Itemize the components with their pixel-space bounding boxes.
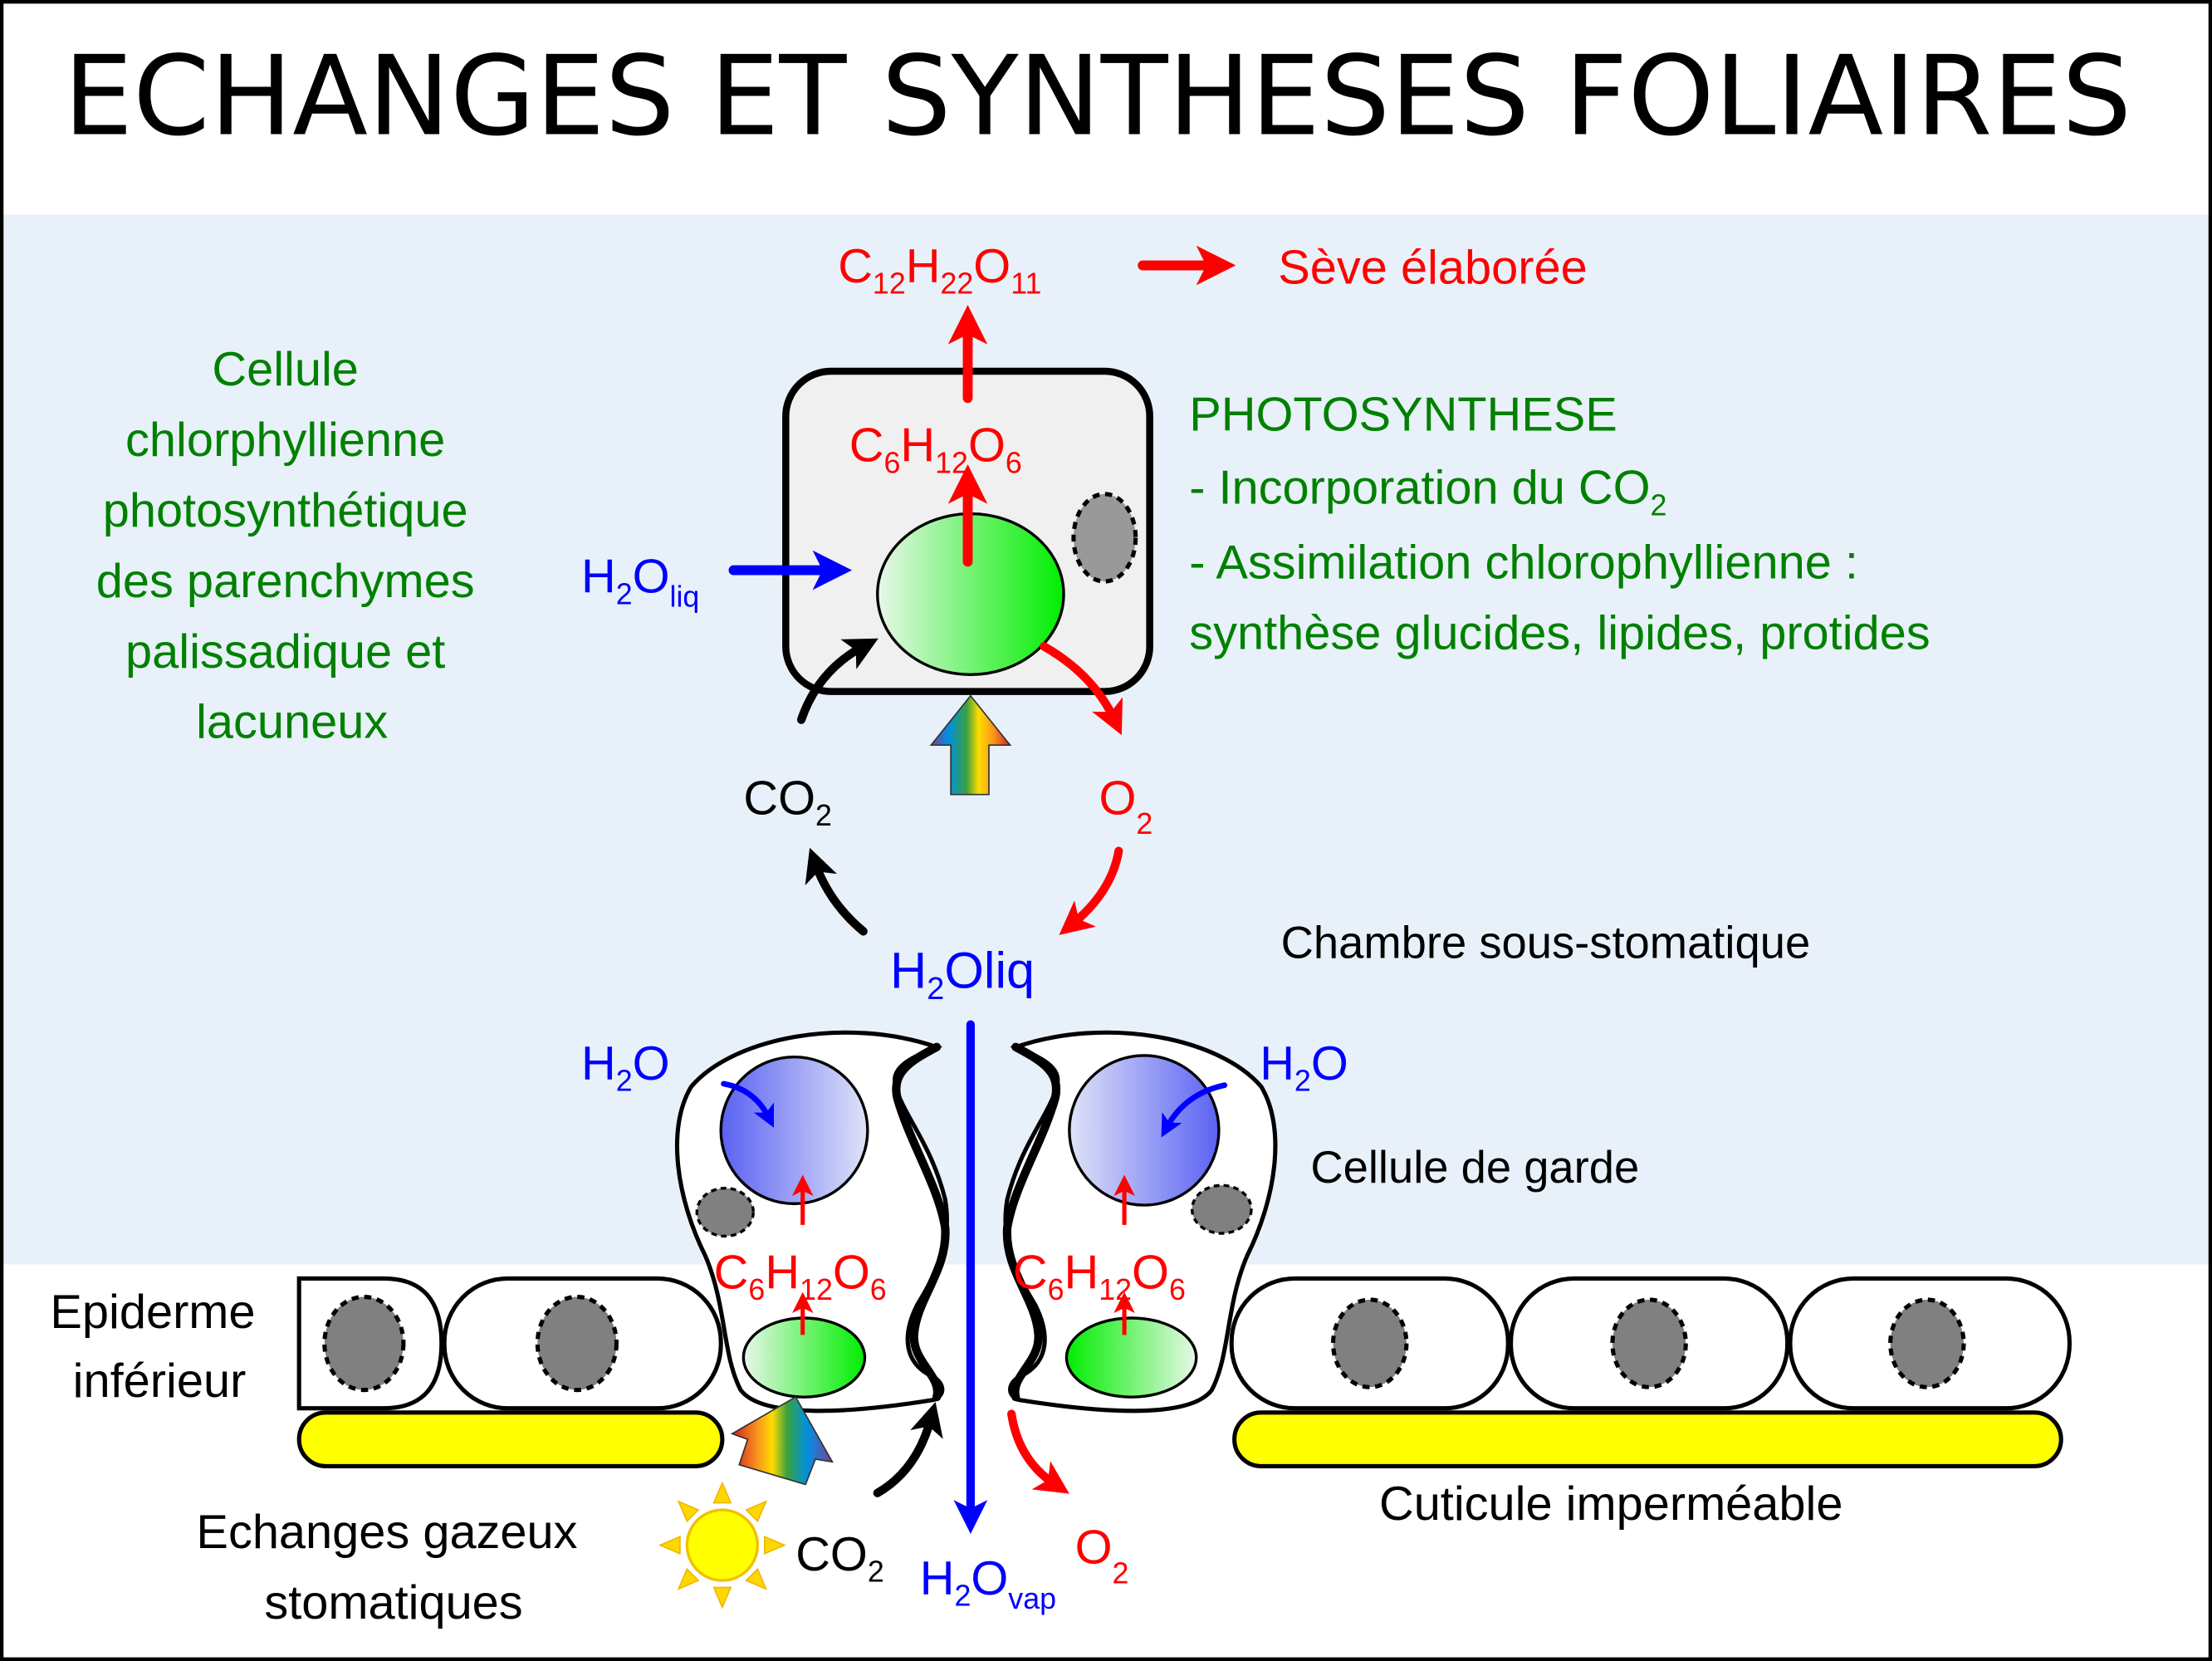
guard-vacuole-right [1068,1054,1221,1207]
photosynthese-heading: PHOTOSYNTHESE [1189,388,1617,441]
guard-vacuole-left [719,1055,869,1206]
guard-h2o-right-label: H2O [1260,1037,1348,1098]
chlorophyll-cell-description: Cellule chlorphyllienne photosynthétique… [96,343,488,749]
seve-elaboree-label: Sève élaborée [1278,242,1587,295]
glucose-formula: C6H12O6 [849,419,1022,480]
guard-cell-left-thick-wall [892,1042,950,1402]
echanges-gazeux-label: Echanges gazeux stomatiques [196,1506,590,1629]
cycle-co2-label: CO2 [743,772,832,832]
light-arrow-guard-icon [730,1395,834,1486]
cycle-o2-label: O2 [1099,772,1153,840]
photosynthese-item-1: - Incorporation du CO2 [1189,462,1666,522]
bottom-h2o-vap-label: H2Ovap [920,1552,1056,1615]
guard-chloroplast-right [1064,1316,1198,1399]
guard-h2o-left-label: H2O [581,1037,670,1098]
water-liquid-in-label: H2Oliq [581,551,699,614]
arrow-h2o-to-vacuole-left [721,1080,775,1128]
sucrose-formula: C12H22O11 [838,240,1041,301]
epidermis-nucleus [1610,1297,1688,1389]
guard-glucose-left: C6H12O6 [714,1246,887,1306]
cuticle-right [1232,1410,2063,1468]
arrow-water-to-co2 [805,847,868,936]
guard-cell-right-thick-wall [1002,1042,1061,1402]
arrow-o2-to-water [1059,846,1123,935]
guard-nucleus-left [695,1186,755,1238]
epidermis-nucleus [322,1294,406,1393]
arrow-h2o-to-vacuole-right [1161,1082,1228,1138]
photosynthese-item-3: synthèse glucides, lipides, protides [1189,607,1930,660]
arrow-o2-out-of-cell [1040,642,1123,736]
cellule-de-garde-label: Cellule de garde [1310,1142,1639,1193]
sun-icon [658,1481,786,1610]
arrow-co2-into-stomata [873,1401,943,1497]
bottom-o2-label: O2 [1075,1521,1129,1590]
guard-nucleus-right [1190,1183,1253,1235]
arrow-co2-into-cell [796,638,878,724]
guard-glucose-right: C6H12O6 [1013,1246,1186,1306]
arrow-o2-out-of-stomata [1007,1409,1069,1494]
cycle-water-label: H2Oliq [890,942,1035,1007]
nucleus [1071,492,1138,584]
photosynthese-item-2: - Assimilation chlorophyllienne : [1189,537,1858,590]
epidermis-nucleus [1888,1297,1966,1389]
cuticule-label: Cuticule imperméable [1379,1477,1843,1531]
bottom-co2-label: CO2 [795,1528,884,1589]
epidermis-nucleus [1330,1297,1409,1389]
chambre-sous-stomatique-label: Chambre sous-stomatique [1281,918,1811,968]
epiderme-label: Epiderme inférieur [50,1286,268,1408]
epidermis-nucleus [535,1294,619,1393]
page-title: ECHANGES ET SYNTHESES FOLIAIRES [63,33,2131,161]
light-arrow-icon [929,694,1012,796]
cuticle-left [296,1410,725,1468]
